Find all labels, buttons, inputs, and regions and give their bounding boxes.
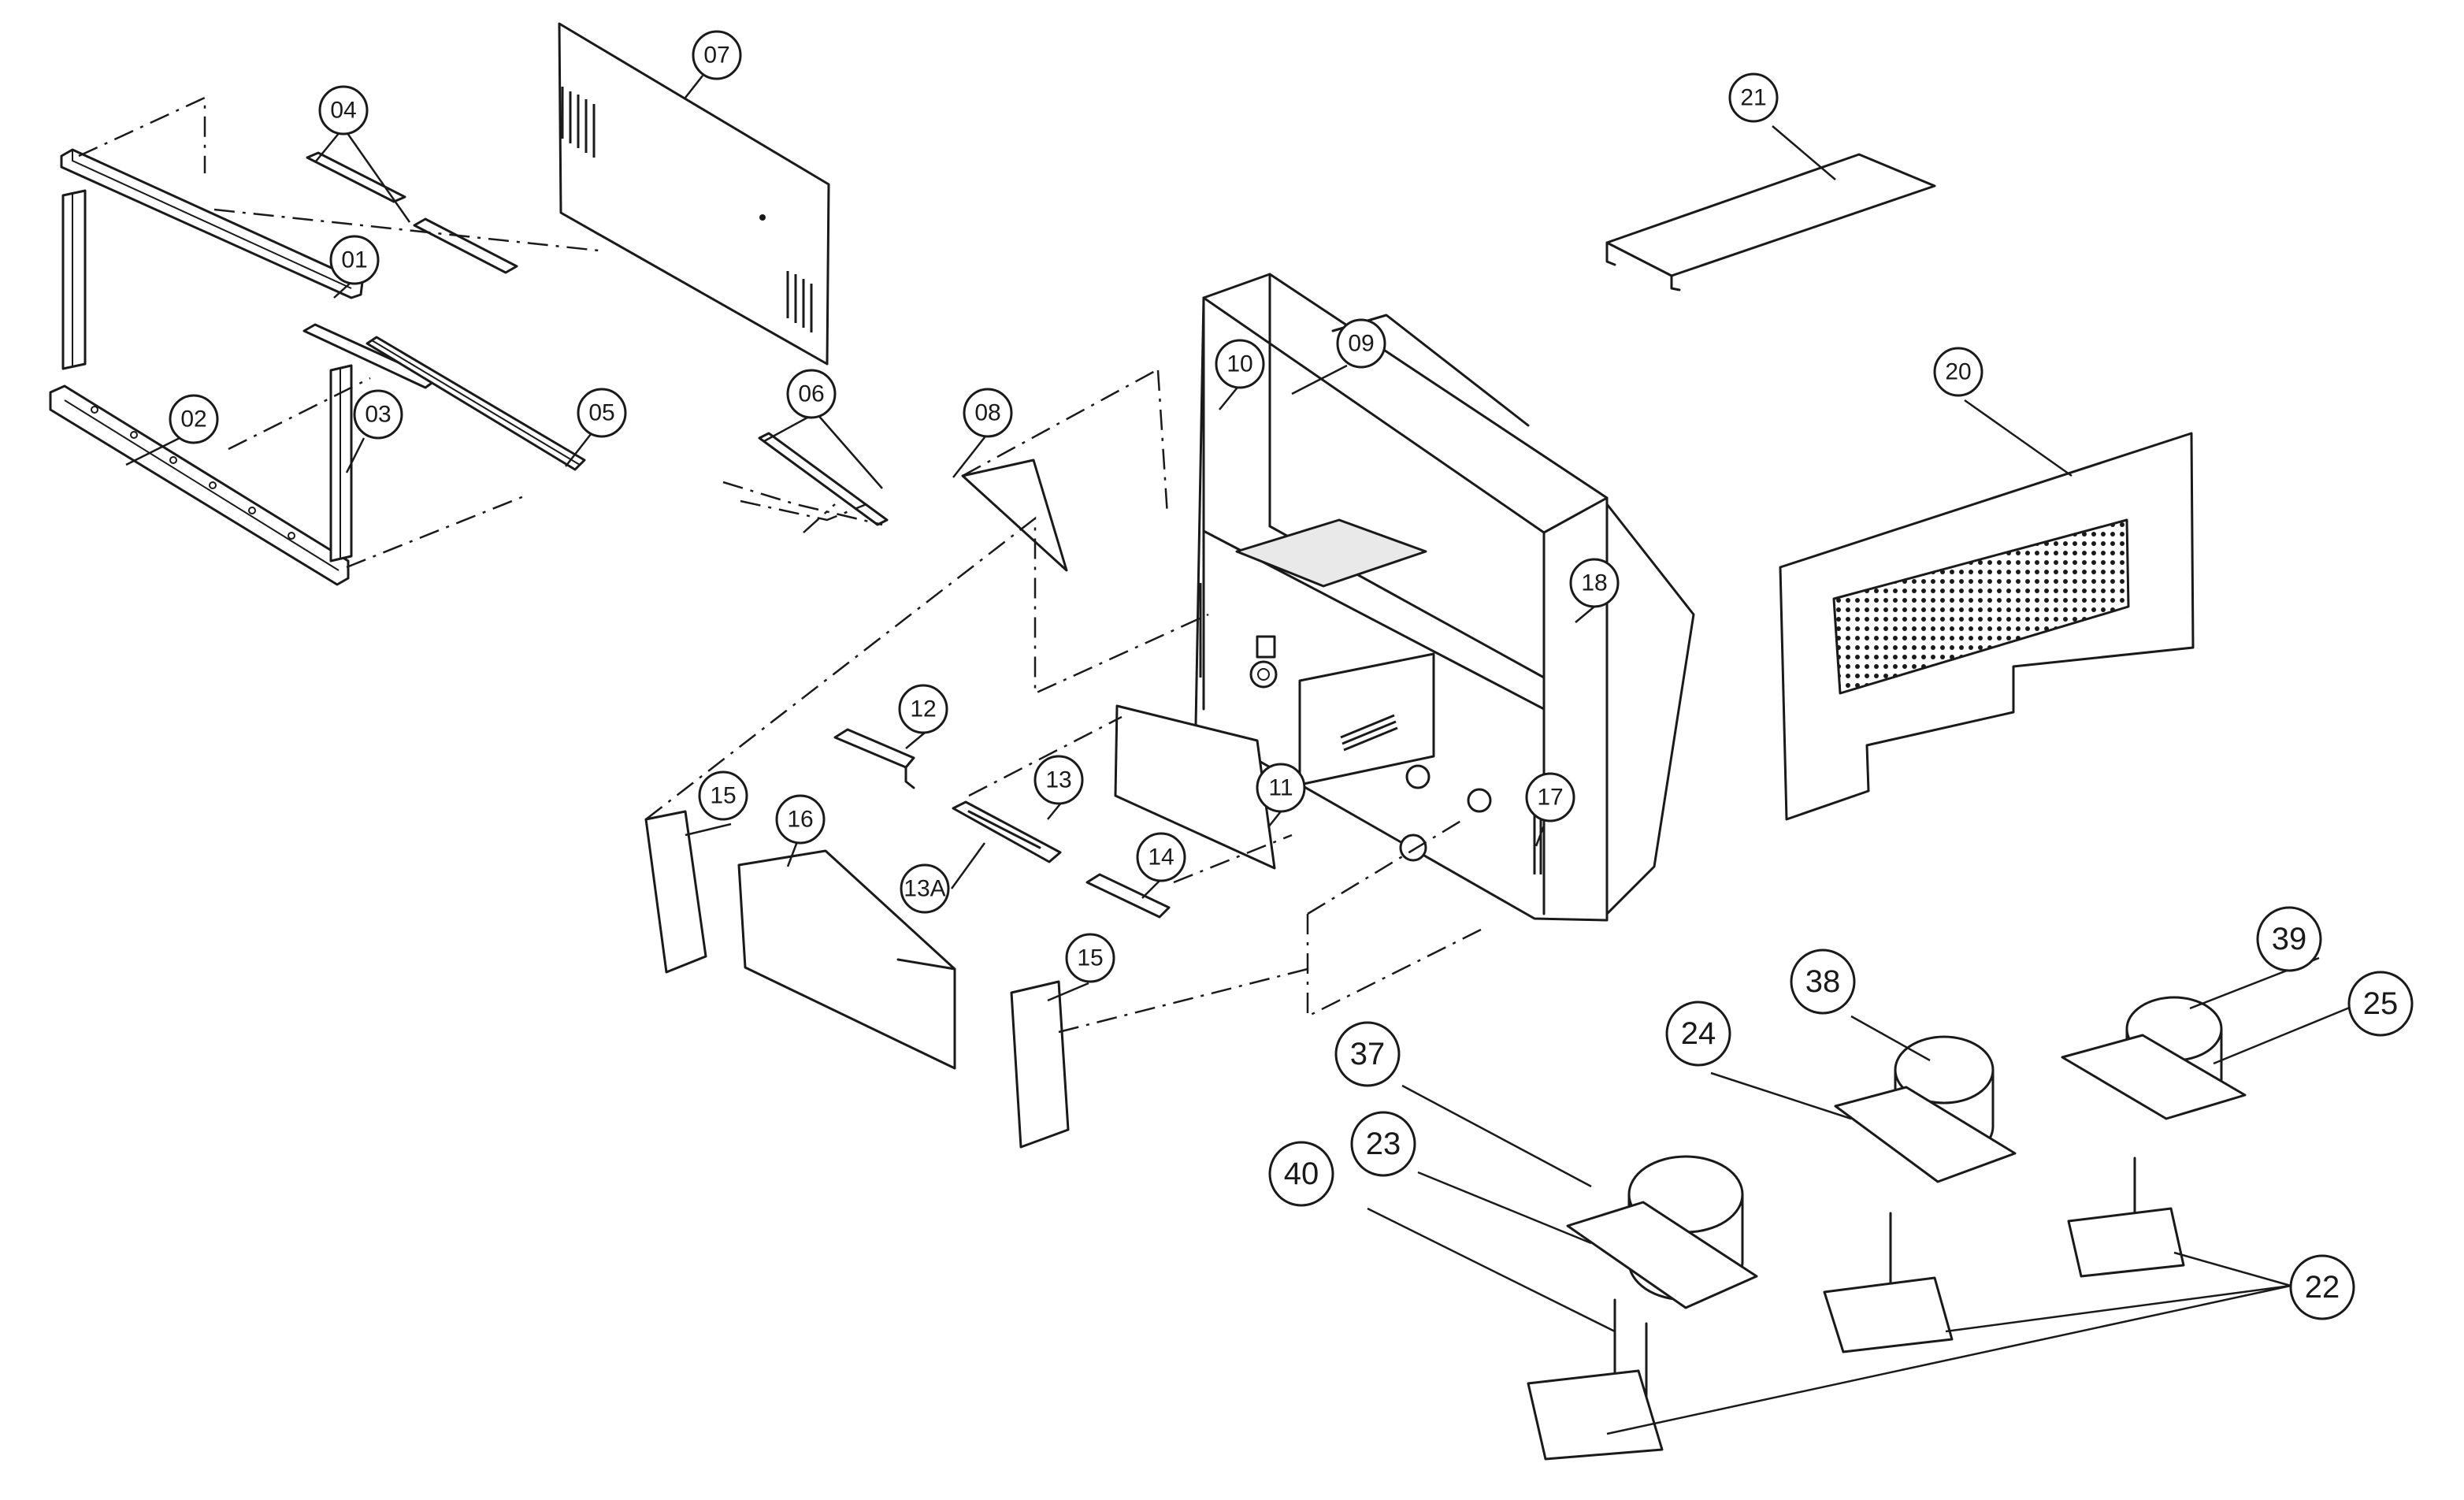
callout-15-right: 15 bbox=[1065, 933, 1115, 983]
callout-38: 38 bbox=[1790, 949, 1856, 1015]
callout-12: 12 bbox=[898, 684, 948, 734]
callout-05: 05 bbox=[577, 388, 627, 438]
svg-text:09: 09 bbox=[1348, 331, 1374, 357]
callout-14: 14 bbox=[1136, 832, 1186, 882]
callout-01: 01 bbox=[329, 235, 380, 285]
top-cover-21 bbox=[1605, 153, 1936, 291]
svg-text:39: 39 bbox=[2272, 922, 2307, 956]
svg-text:22: 22 bbox=[2305, 1270, 2340, 1305]
svg-text:14: 14 bbox=[1148, 845, 1174, 871]
svg-text:38: 38 bbox=[1805, 964, 1841, 999]
svg-text:21: 21 bbox=[1740, 85, 1766, 111]
callout-09: 09 bbox=[1336, 318, 1386, 369]
callout-07: 07 bbox=[692, 30, 742, 80]
bracket-06 bbox=[722, 432, 889, 533]
svg-text:04: 04 bbox=[330, 98, 356, 124]
svg-text:06: 06 bbox=[798, 381, 824, 407]
callout-40: 40 bbox=[1268, 1141, 1334, 1207]
svg-text:05: 05 bbox=[588, 400, 614, 426]
svg-text:15: 15 bbox=[710, 783, 736, 809]
frame-assembly bbox=[49, 96, 599, 586]
callout-13: 13 bbox=[1033, 755, 1084, 805]
back-panel-07 bbox=[558, 22, 830, 366]
callout-25: 25 bbox=[2347, 971, 2414, 1037]
callout-13a: 13A bbox=[900, 863, 950, 914]
svg-text:24: 24 bbox=[1681, 1016, 1716, 1051]
svg-text:10: 10 bbox=[1226, 351, 1252, 377]
svg-text:37: 37 bbox=[1350, 1037, 1386, 1071]
callout-23: 23 bbox=[1350, 1111, 1416, 1177]
svg-text:16: 16 bbox=[787, 807, 813, 833]
svg-text:07: 07 bbox=[703, 43, 729, 69]
svg-text:23: 23 bbox=[1366, 1127, 1401, 1161]
front-parts bbox=[644, 516, 1482, 1149]
callout-22: 22 bbox=[2289, 1254, 2355, 1320]
callout-10: 10 bbox=[1215, 339, 1265, 389]
svg-text:20: 20 bbox=[1945, 359, 1971, 385]
callout-08: 08 bbox=[963, 388, 1013, 438]
rear-cover-20 bbox=[1779, 432, 2195, 821]
svg-text:13: 13 bbox=[1045, 767, 1071, 793]
svg-text:17: 17 bbox=[1537, 785, 1563, 811]
svg-text:03: 03 bbox=[365, 402, 391, 428]
callout-24: 24 bbox=[1665, 1001, 1731, 1067]
leader-lines bbox=[125, 75, 2356, 1435]
callout-03: 03 bbox=[353, 389, 403, 440]
callout-04: 04 bbox=[318, 85, 369, 136]
callout-18: 18 bbox=[1569, 558, 1620, 608]
tube-assembly-middle bbox=[1823, 1035, 2017, 1353]
svg-text:18: 18 bbox=[1581, 570, 1607, 596]
callout-17: 17 bbox=[1525, 772, 1575, 822]
callout-15-left: 15 bbox=[698, 770, 748, 821]
panel-11 bbox=[1114, 704, 1276, 870]
callout-37: 37 bbox=[1334, 1021, 1401, 1087]
svg-text:13A: 13A bbox=[904, 876, 945, 902]
svg-text:15: 15 bbox=[1077, 945, 1103, 971]
svg-text:01: 01 bbox=[341, 247, 367, 273]
svg-text:40: 40 bbox=[1284, 1157, 1319, 1191]
callout-39: 39 bbox=[2256, 906, 2322, 972]
callout-06: 06 bbox=[786, 369, 837, 419]
tube-assembly-left bbox=[1527, 1155, 1758, 1461]
svg-text:02: 02 bbox=[180, 407, 206, 433]
callout-16: 16 bbox=[775, 794, 826, 845]
callout-21: 21 bbox=[1728, 72, 1779, 123]
tube-assembly-right bbox=[2061, 996, 2247, 1278]
cabinet bbox=[1194, 273, 1695, 922]
svg-text:12: 12 bbox=[910, 696, 936, 722]
mirror-panel-08 bbox=[961, 369, 1169, 572]
svg-text:08: 08 bbox=[974, 400, 1000, 426]
callout-02: 02 bbox=[169, 394, 219, 444]
callout-20: 20 bbox=[1933, 347, 1983, 397]
svg-text:11: 11 bbox=[1268, 775, 1293, 801]
callout-11: 11 bbox=[1256, 763, 1306, 813]
svg-text:25: 25 bbox=[2363, 986, 2399, 1021]
